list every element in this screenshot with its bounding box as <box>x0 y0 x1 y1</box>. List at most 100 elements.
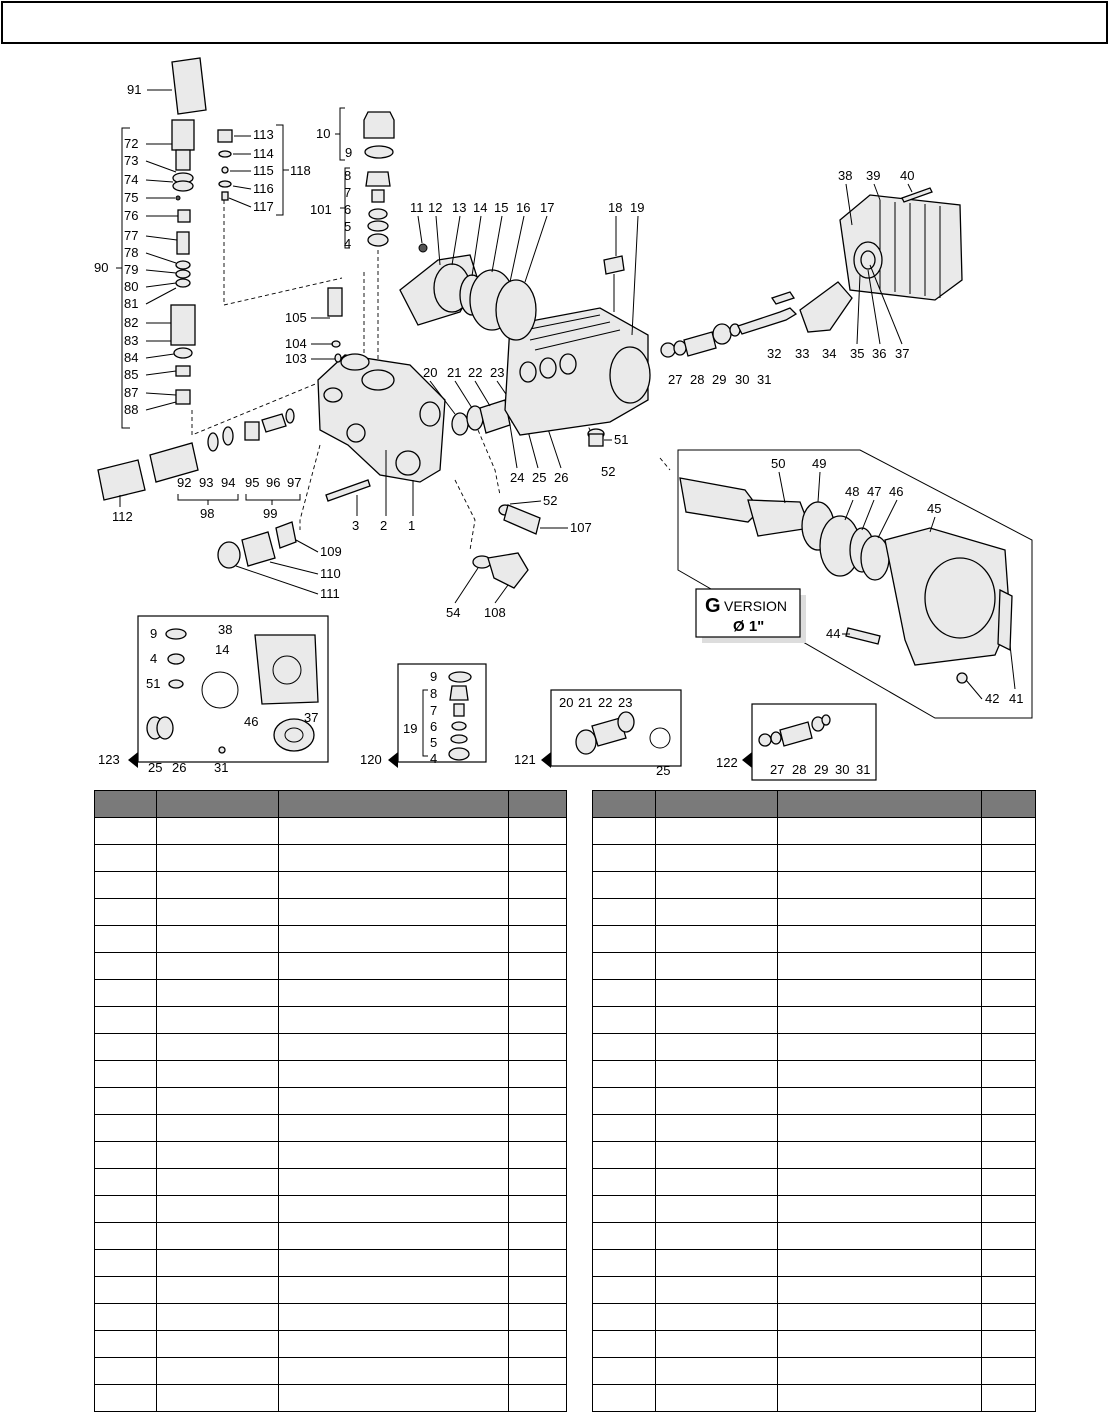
kit-item: 5 <box>430 735 437 750</box>
table-cell <box>777 952 982 980</box>
table-cell <box>981 1303 1036 1331</box>
callout: 107 <box>570 520 592 535</box>
table-row <box>592 1249 1036 1277</box>
callout: 29 <box>712 372 726 387</box>
callout: 37 <box>895 346 909 361</box>
table-row <box>592 1033 1036 1061</box>
callout: 90 <box>94 260 108 275</box>
callout: 52 <box>601 464 615 479</box>
table-cell <box>508 1357 567 1385</box>
table-row <box>592 1195 1036 1223</box>
table-cell <box>278 1330 509 1358</box>
table-cell <box>981 1060 1036 1088</box>
table-cell <box>777 844 982 872</box>
callout: 25 <box>532 470 546 485</box>
callout: 74 <box>124 172 138 187</box>
callout: 79 <box>124 262 138 277</box>
table-cell <box>278 1141 509 1169</box>
table-cell <box>655 1357 778 1385</box>
table-cell <box>655 1276 778 1304</box>
table-row <box>94 817 567 845</box>
table-cell <box>94 1330 157 1358</box>
callout: 3 <box>352 518 359 533</box>
table-cell <box>94 1249 157 1277</box>
table-cell <box>508 1330 567 1358</box>
callout: 14 <box>473 200 487 215</box>
table-body <box>592 817 1036 1412</box>
table-cell <box>592 1303 656 1331</box>
table-header-row <box>592 790 1036 818</box>
table-cell <box>156 817 279 845</box>
callout: 111 <box>320 586 340 601</box>
table-row <box>94 1114 567 1142</box>
callout: 26 <box>554 470 568 485</box>
table-cell <box>777 1006 982 1034</box>
table-body <box>94 817 567 1412</box>
table-row <box>94 1303 567 1331</box>
plunger-shaft <box>660 281 853 358</box>
callout: 27 <box>668 372 682 387</box>
header-box <box>1 1 1108 44</box>
callout: 4 <box>344 236 351 251</box>
table-row <box>94 925 567 953</box>
table-cell <box>156 1033 279 1061</box>
table-cell <box>777 871 982 899</box>
table-cell <box>278 1195 509 1223</box>
kit-label: 122 <box>716 755 738 770</box>
callout: 38 <box>838 168 852 183</box>
g-version-parts <box>679 477 1013 684</box>
table-cell <box>278 1060 509 1088</box>
table-cell <box>156 1303 279 1331</box>
callout: 18 <box>608 200 622 215</box>
table-cell <box>94 1060 157 1088</box>
callout: 44 <box>826 626 840 641</box>
table-row <box>592 1357 1036 1385</box>
table-cell <box>508 1006 567 1034</box>
parts-table-left <box>94 790 567 1412</box>
callout: 101 <box>310 202 332 217</box>
callout: 48 <box>845 484 859 499</box>
table-cell <box>156 1006 279 1034</box>
table-row <box>94 1033 567 1061</box>
table-cell <box>156 1222 279 1250</box>
table-cell <box>777 1033 982 1061</box>
kit-item: 31 <box>214 760 228 775</box>
table-row <box>592 1141 1036 1169</box>
kit-item: 31 <box>856 762 870 777</box>
header-cell <box>777 790 982 818</box>
callout: 85 <box>124 367 138 382</box>
inlet-fittings <box>97 408 295 501</box>
callout: 94 <box>221 475 235 490</box>
table-cell <box>981 1141 1036 1169</box>
header-cell <box>508 790 567 818</box>
table-cell <box>156 952 279 980</box>
callout: 93 <box>199 475 213 490</box>
table-row <box>592 817 1036 845</box>
callout: 49 <box>812 456 826 471</box>
table-cell <box>156 1141 279 1169</box>
table-cell <box>278 1384 509 1412</box>
table-cell <box>508 871 567 899</box>
kit-item: 38 <box>218 622 232 637</box>
table-cell <box>981 979 1036 1007</box>
table-cell <box>592 1060 656 1088</box>
table-row <box>592 1384 1036 1412</box>
table-row <box>94 1195 567 1223</box>
table-row <box>592 1222 1036 1250</box>
kit-item: 25 <box>656 763 670 778</box>
table-row <box>592 1006 1036 1034</box>
callout: 98 <box>200 506 214 521</box>
table-cell <box>777 1195 982 1223</box>
table-row <box>94 1357 567 1385</box>
table-cell <box>278 1276 509 1304</box>
callout: 84 <box>124 350 138 365</box>
kit-item: 6 <box>430 719 437 734</box>
table-cell <box>278 1303 509 1331</box>
kit-123-box: 9 4 51 14 38 37 46 25 26 31 123 <box>98 615 329 775</box>
table-cell <box>508 1114 567 1142</box>
table-row <box>592 1060 1036 1088</box>
table-cell <box>94 1033 157 1061</box>
table-cell <box>592 1168 656 1196</box>
table-cell <box>156 844 279 872</box>
table-cell <box>592 1033 656 1061</box>
